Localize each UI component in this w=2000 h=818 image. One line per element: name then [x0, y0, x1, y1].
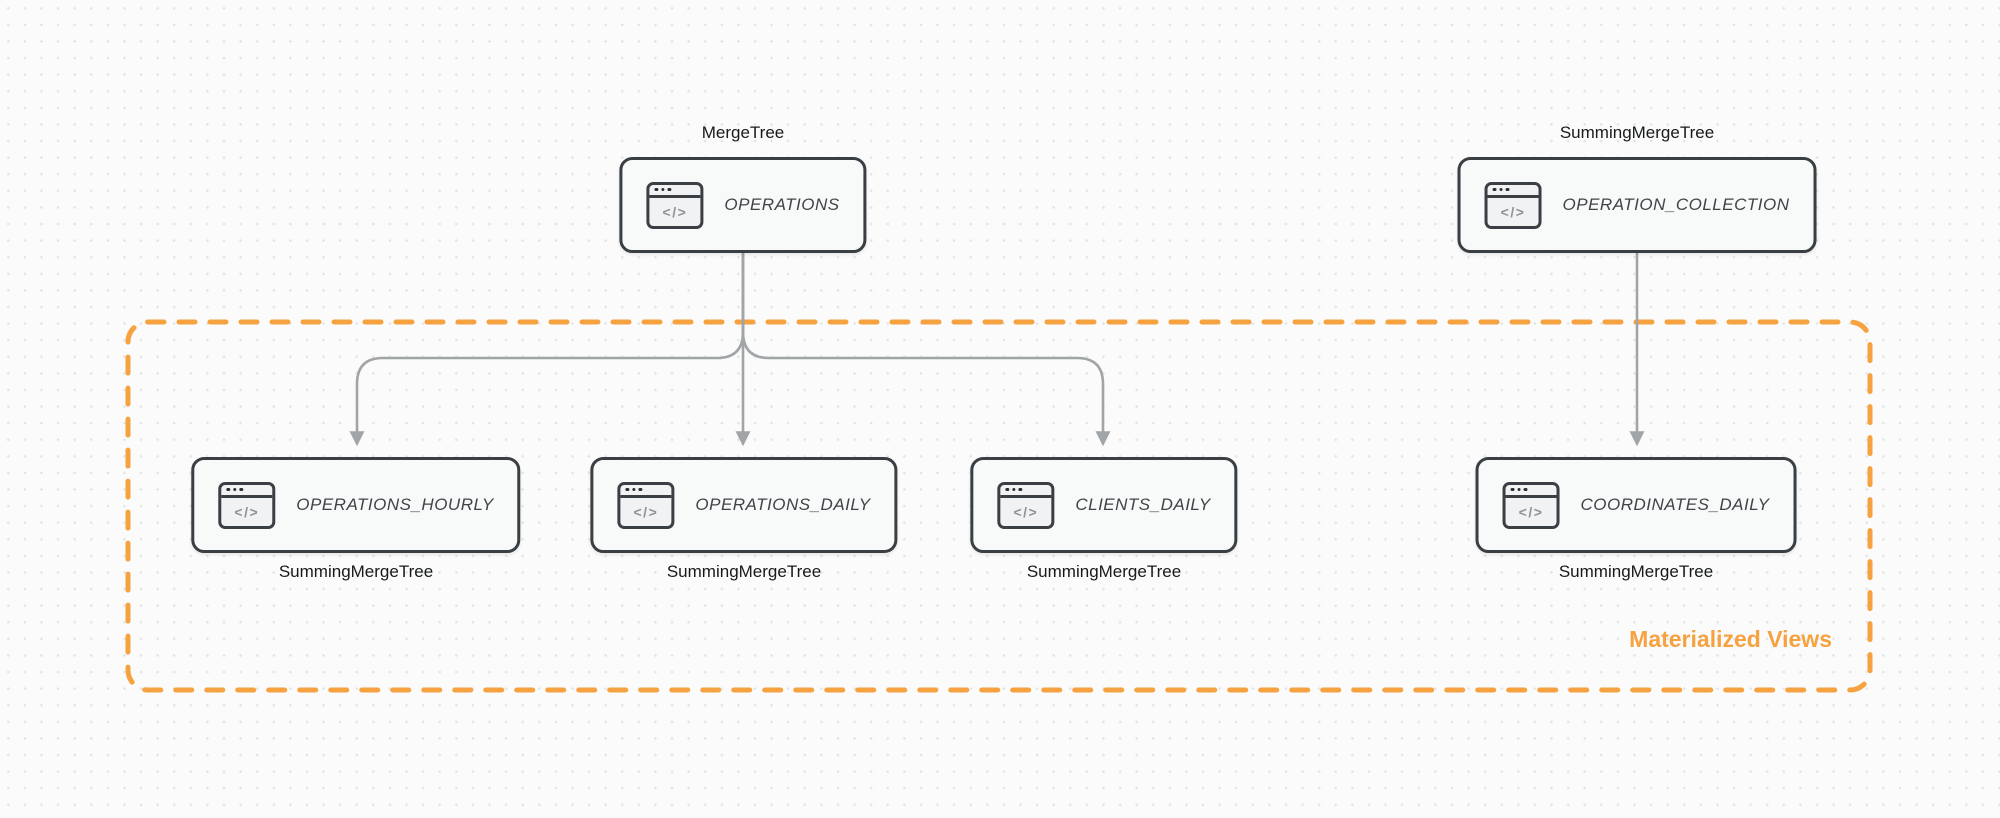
- code-window-icon: </>: [1484, 181, 1542, 229]
- engine-label-operations: MergeTree: [701, 123, 785, 142]
- table-node-operations-hourly: </> OPERATIONS_HOURLY: [191, 457, 521, 553]
- table-name: OPERATIONS_DAILY: [695, 495, 871, 514]
- window-dot: [1005, 487, 1009, 492]
- window-dot: [625, 487, 629, 492]
- table-node-operations-daily: </> OPERATIONS_DAILY: [590, 457, 898, 553]
- code-glyph: </>: [662, 203, 688, 220]
- edge-operations-to-operations-hourly: [349, 252, 745, 447]
- table-node-operation-collection: </> OPERATION_COLLECTION: [1457, 157, 1817, 253]
- materialized-views-group-label: Materialized Views: [1629, 626, 1832, 652]
- table-name: COORDINATES_DAILY: [1580, 495, 1770, 514]
- window-dot: [631, 487, 636, 492]
- code-window-icon: </>: [1502, 481, 1560, 529]
- window-dot: [654, 187, 658, 192]
- table-name: OPERATIONS_HOURLY: [296, 495, 494, 514]
- window-dot: [667, 187, 671, 192]
- code-glyph: </>: [1013, 503, 1039, 520]
- table-name: OPERATION_COLLECTION: [1562, 195, 1790, 214]
- window-titlebar: [649, 185, 701, 198]
- code-window-icon: </>: [617, 481, 675, 529]
- window-dot: [660, 187, 665, 192]
- window-dot: [1523, 487, 1528, 492]
- window-dot: [1517, 487, 1521, 492]
- table-node-coordinates-daily: </> COORDINATES_DAILY: [1475, 457, 1797, 553]
- engine-label-clients-daily: SummingMergeTree: [1026, 562, 1182, 581]
- window-dot: [226, 487, 230, 492]
- window-dot: [232, 487, 237, 492]
- table-node-operations: </> OPERATIONS: [619, 157, 867, 253]
- table-node-clients-daily: </> CLIENTS_DAILY: [970, 457, 1238, 553]
- window-dot: [1018, 487, 1022, 492]
- code-glyph: </>: [1500, 203, 1526, 220]
- window-dot: [1505, 187, 1510, 192]
- engine-label-operations-daily: SummingMergeTree: [666, 562, 822, 581]
- window-titlebar: [221, 485, 273, 498]
- engine-label-operations-hourly: SummingMergeTree: [278, 562, 434, 581]
- materialized-views-group-outline: [125, 319, 1873, 693]
- code-glyph: </>: [633, 503, 659, 520]
- window-dot: [1011, 487, 1016, 492]
- engine-label-coordinates-daily: SummingMergeTree: [1558, 562, 1714, 581]
- table-name: CLIENTS_DAILY: [1075, 495, 1211, 514]
- window-titlebar: [1000, 485, 1052, 498]
- code-window-icon: </>: [997, 481, 1055, 529]
- code-window-icon: </>: [218, 481, 276, 529]
- engine-label-operation-collection: SummingMergeTree: [1559, 123, 1715, 142]
- table-name: OPERATIONS: [724, 195, 840, 214]
- window-dot: [1492, 187, 1497, 192]
- window-dot: [239, 487, 243, 492]
- edge-operations-to-clients-daily: [741, 252, 1111, 447]
- window-titlebar: [1487, 185, 1539, 198]
- code-glyph: </>: [1518, 503, 1544, 520]
- window-dot: [1510, 487, 1515, 492]
- window-dot: [638, 487, 642, 492]
- code-window-icon: </>: [646, 181, 704, 229]
- window-titlebar: [1505, 485, 1557, 498]
- code-glyph: </>: [234, 503, 260, 520]
- window-dot: [1499, 187, 1503, 192]
- window-titlebar: [620, 485, 672, 498]
